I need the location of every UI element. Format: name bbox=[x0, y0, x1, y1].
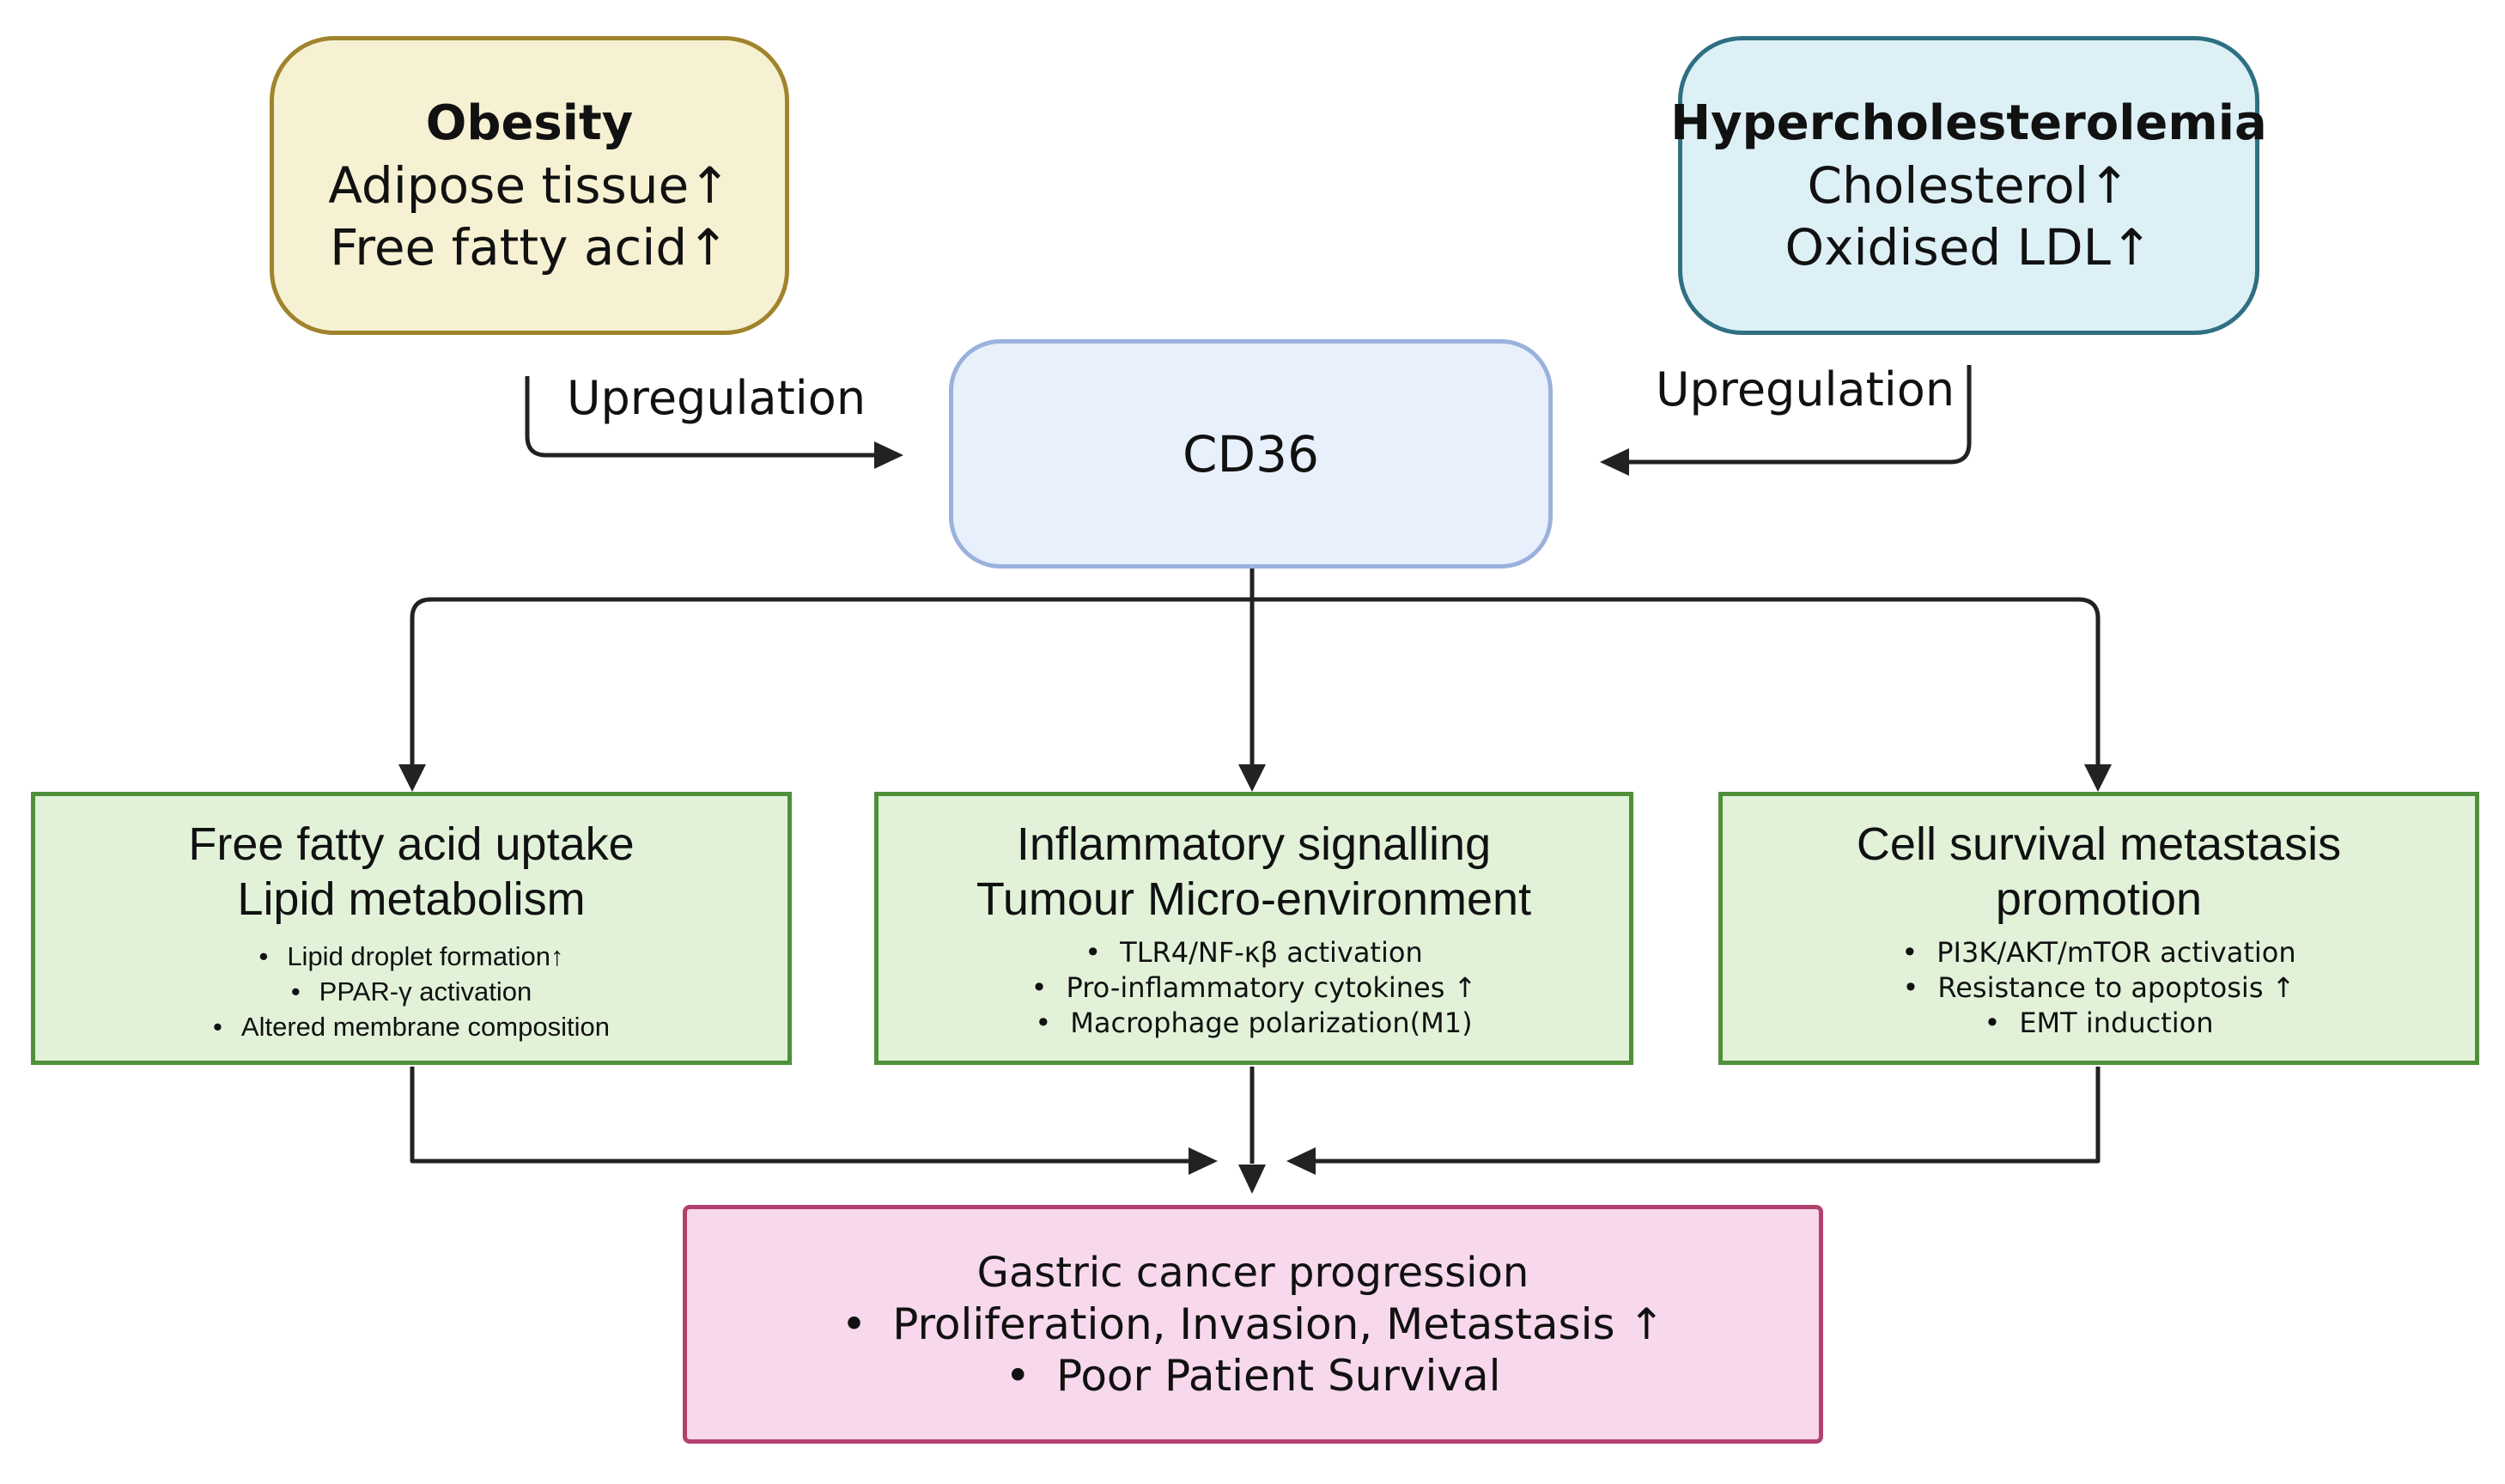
outcome-bullet: Poor Patient Survival bbox=[842, 1350, 1665, 1402]
hyper-line-ldl: Oxidised LDL↑ bbox=[1785, 218, 2153, 277]
mechanism-title: Free fatty acid uptake bbox=[188, 818, 635, 870]
hyper-line-cholesterol: Cholesterol↑ bbox=[1807, 156, 2131, 215]
outcome-title: Gastric cancer progression bbox=[976, 1249, 1529, 1297]
mechanism-bullet: Lipid droplet formation↑ bbox=[213, 939, 610, 974]
outcome-bullet: Proliferation, Invasion, Metastasis ↑ bbox=[842, 1298, 1664, 1350]
arrowhead-obesity-to-cd36 bbox=[874, 441, 903, 469]
mechanism-subtitle: Lipid metabolism bbox=[237, 873, 586, 925]
mechanism-title: Cell survival metastasis bbox=[1856, 818, 2342, 870]
obesity-line-ffa: Free fatty acid↑ bbox=[330, 218, 729, 277]
mechanism-bullet: TLR4/NF-κβ activation bbox=[1031, 935, 1477, 970]
mechanism-node-inflammatory: Inflammatory signalling Tumour Micro-env… bbox=[874, 792, 1633, 1065]
mechanism-bullet-list: Lipid droplet formation↑ PPAR-γ activati… bbox=[213, 939, 610, 1044]
upregulation-label-right: Upregulation bbox=[1656, 362, 1955, 417]
arrow-ffa-to-outcome bbox=[410, 1067, 1189, 1164]
arrowhead-cell-to-outcome bbox=[1286, 1147, 1316, 1175]
upregulation-label-left: Upregulation bbox=[567, 371, 866, 425]
arrowhead-to-ffa bbox=[398, 764, 426, 792]
arrow-hyper-to-cd36 bbox=[1625, 365, 1972, 465]
mechanism-bullet: Resistance to apoptosis ↑ bbox=[1901, 970, 2295, 1006]
mechanism-subtitle: Tumour Micro-environment bbox=[976, 873, 1532, 925]
arrowhead-ffa-to-outcome bbox=[1189, 1147, 1218, 1175]
mechanism-bullet: Macrophage polarization(M1) bbox=[1031, 1006, 1477, 1041]
obesity-node: Obesity Adipose tissue↑ Free fatty acid↑ bbox=[270, 36, 789, 335]
mechanism-node-ffa-uptake: Free fatty acid uptake Lipid metabolism … bbox=[31, 792, 792, 1065]
mechanism-bullet: Pro-inflammatory cytokines ↑ bbox=[1031, 970, 1476, 1006]
obesity-title: Obesity bbox=[425, 95, 634, 151]
hypercholesterolemia-title: Hypercholesterolemia bbox=[1670, 95, 2267, 151]
arrowhead-infl-to-outcome bbox=[1238, 1165, 1266, 1194]
arrowhead-hyper-to-cd36 bbox=[1600, 448, 1629, 476]
mechanism-bullet-list: TLR4/NF-κβ activation Pro-inflammatory c… bbox=[1031, 935, 1477, 1041]
branch-left bbox=[410, 597, 1252, 764]
arrow-obesity-to-cd36 bbox=[525, 376, 885, 458]
mechanism-subtitle: promotion bbox=[1995, 873, 2203, 925]
mechanism-bullet-list: PI3K/AKT/mTOR activation Resistance to a… bbox=[1901, 935, 2295, 1041]
arrowhead-to-inflammatory bbox=[1238, 764, 1266, 792]
cd36-label: CD36 bbox=[1183, 424, 1319, 484]
cd36-node: CD36 bbox=[949, 339, 1553, 569]
mechanism-bullet: PI3K/AKT/mTOR activation bbox=[1901, 935, 2295, 970]
arrowhead-to-cell-survival bbox=[2084, 764, 2112, 792]
mechanism-bullet: PPAR-γ activation bbox=[213, 974, 610, 1009]
mechanism-bullet: EMT induction bbox=[1901, 1006, 2295, 1041]
hypercholesterolemia-node: Hypercholesterolemia Cholesterol↑ Oxidis… bbox=[1670, 36, 2267, 335]
branch-right bbox=[1252, 597, 2101, 764]
gastric-cancer-outcome-node: Gastric cancer progression Proliferation… bbox=[683, 1205, 1823, 1444]
obesity-line-adipose: Adipose tissue↑ bbox=[328, 156, 731, 215]
arrow-cell-to-outcome bbox=[1316, 1067, 2101, 1164]
mechanism-node-cell-survival: Cell survival metastasis promotion PI3K/… bbox=[1718, 792, 2479, 1065]
mechanism-bullet: Altered membrane composition bbox=[213, 1009, 610, 1044]
outcome-bullet-list: Proliferation, Invasion, Metastasis ↑ Po… bbox=[842, 1298, 1665, 1402]
mechanism-title: Inflammatory signalling bbox=[1016, 818, 1492, 870]
